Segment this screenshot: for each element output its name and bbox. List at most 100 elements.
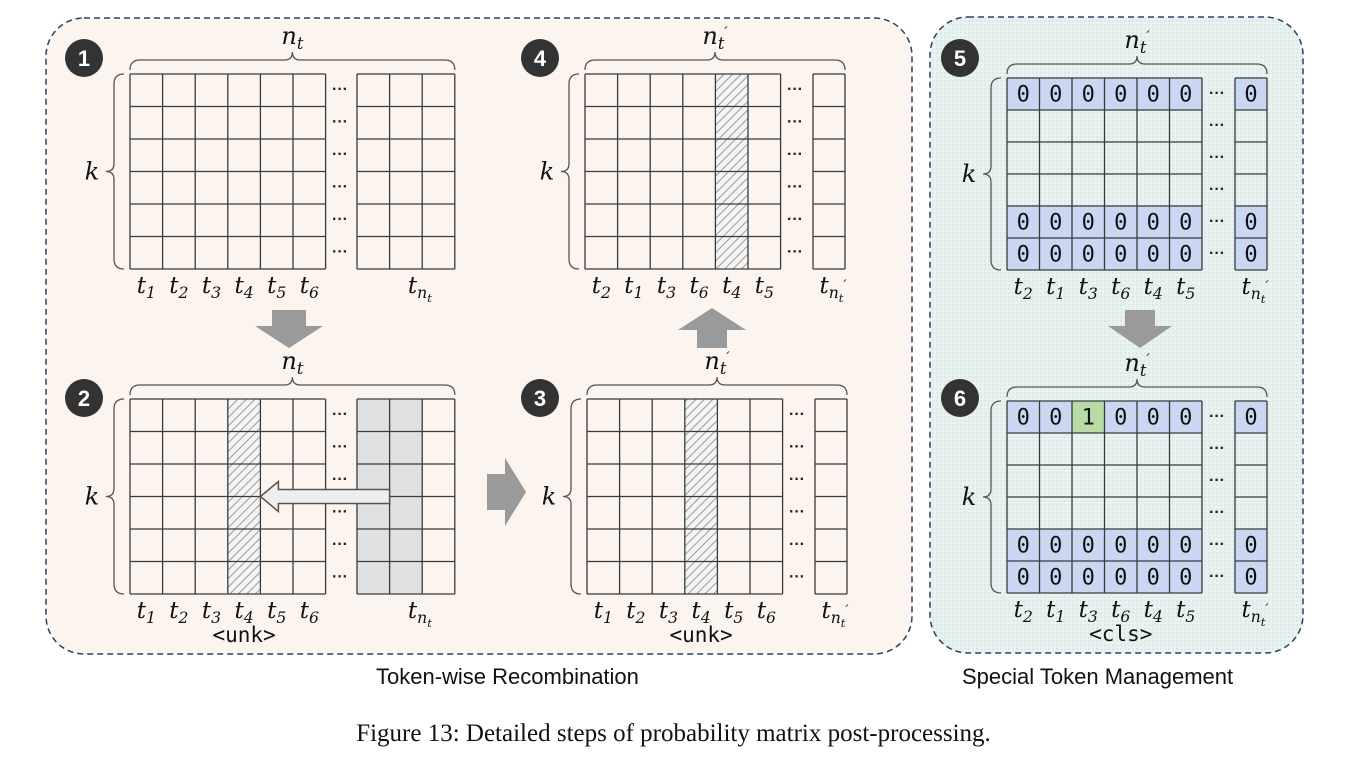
side-dimension-label: k [85, 483, 100, 511]
column-label: t5 [724, 598, 743, 627]
column-label: t4 [1144, 597, 1163, 626]
last-column-label: tnt [408, 598, 432, 630]
column-label: t1 [1046, 274, 1065, 303]
special-cell [1039, 206, 1072, 238]
last-column-label: tnt′ [819, 273, 847, 305]
cell-value: 0 [1179, 566, 1192, 591]
step-badge [521, 379, 559, 417]
row-ellipsis: ··· [789, 536, 805, 553]
special-cell [1104, 206, 1137, 238]
cell-value: 0 [1179, 406, 1192, 431]
column-label: t3 [657, 273, 676, 302]
up-arrow-3-to-4 [678, 308, 746, 348]
left-brace [560, 73, 580, 270]
row-ellipsis: ··· [332, 114, 348, 131]
row-ellipsis: ··· [332, 179, 348, 196]
merge-arrow [259, 479, 391, 514]
row-ellipsis: ··· [332, 211, 348, 228]
row-ellipsis: ··· [789, 569, 805, 586]
special-cell [1104, 238, 1137, 270]
top-brace [129, 51, 456, 71]
column-label: t1 [137, 273, 156, 302]
cell-value: 0 [1049, 211, 1062, 236]
special-cell [1007, 78, 1040, 110]
special-cell [1039, 529, 1072, 561]
column-label: t1 [624, 273, 643, 302]
column-label: t6 [300, 598, 319, 627]
special-cell [1039, 401, 1072, 433]
column-label: t3 [1079, 597, 1098, 626]
special-cell [1235, 238, 1267, 270]
special-cell [1007, 238, 1040, 270]
top-brace [129, 376, 456, 396]
special-cell [1072, 238, 1105, 270]
column-label: t6 [300, 273, 319, 302]
special-cell [1072, 401, 1105, 433]
cell-value: 0 [1244, 406, 1257, 431]
cell-value: 0 [1082, 83, 1095, 108]
cell-value: 0 [1082, 534, 1095, 559]
top-dimension-label: nt′ [1124, 349, 1150, 380]
row-ellipsis: ··· [787, 211, 803, 228]
cell-value: 0 [1179, 243, 1192, 268]
column-label: t6 [689, 273, 708, 302]
row-ellipsis: ··· [332, 504, 348, 521]
top-brace [1006, 378, 1268, 398]
figure-caption: Figure 13: Detailed steps of probability… [356, 720, 991, 747]
row-ellipsis: ··· [789, 504, 805, 521]
column-label: t1 [137, 598, 156, 627]
step-badge [65, 39, 103, 77]
left-brace [105, 398, 125, 595]
row-ellipsis: ··· [1209, 568, 1225, 585]
cell-value: 0 [1244, 243, 1257, 268]
special-cell [1169, 78, 1202, 110]
side-dimension-label: k [962, 160, 977, 188]
special-token-label: <unk> [669, 623, 732, 647]
cell-value: 0 [1049, 406, 1062, 431]
column-label: t3 [1079, 274, 1098, 303]
column-label: t4 [691, 598, 710, 627]
cell-value: 0 [1049, 534, 1062, 559]
down-arrow-1-to-2 [255, 310, 323, 348]
special-cell [1039, 78, 1072, 110]
row-ellipsis: ··· [787, 81, 803, 98]
column-label: t5 [1176, 274, 1195, 303]
row-ellipsis: ··· [787, 179, 803, 196]
right-arrow-2-to-3 [487, 458, 526, 526]
special-cell [1137, 401, 1170, 433]
top-dimension-label: nt [281, 347, 303, 378]
cell-value: 0 [1147, 83, 1160, 108]
row-ellipsis: ··· [787, 146, 803, 163]
top-brace [586, 376, 848, 396]
cell-value: 0 [1147, 211, 1160, 236]
row-ellipsis: ··· [1209, 181, 1225, 198]
last-column-label: tnt′ [1241, 597, 1269, 629]
cell-value: 0 [1082, 566, 1095, 591]
column-label: t2 [592, 273, 611, 302]
row-ellipsis: ··· [789, 406, 805, 423]
cell-value: 0 [1049, 243, 1062, 268]
column-label: t3 [659, 598, 678, 627]
column-label: t1 [594, 598, 613, 627]
side-dimension-label: k [540, 158, 555, 186]
cell-value: 0 [1147, 566, 1160, 591]
column-label: t3 [202, 273, 221, 302]
cell-value: 0 [1114, 534, 1127, 559]
column-label: t2 [169, 598, 188, 627]
column-label: t6 [1111, 597, 1130, 626]
cell-value: 0 [1147, 406, 1160, 431]
top-dimension-label: nt′ [1124, 26, 1150, 57]
cell-value: 0 [1179, 211, 1192, 236]
cell-value: 0 [1179, 534, 1192, 559]
step-number: 2 [78, 386, 90, 411]
column-label: t6 [757, 598, 776, 627]
column-label: t2 [1014, 597, 1033, 626]
special-token-title: Special Token Management [962, 664, 1234, 689]
step-number: 3 [534, 386, 546, 411]
cell-value: 0 [1114, 83, 1127, 108]
row-ellipsis: ··· [1209, 149, 1225, 166]
